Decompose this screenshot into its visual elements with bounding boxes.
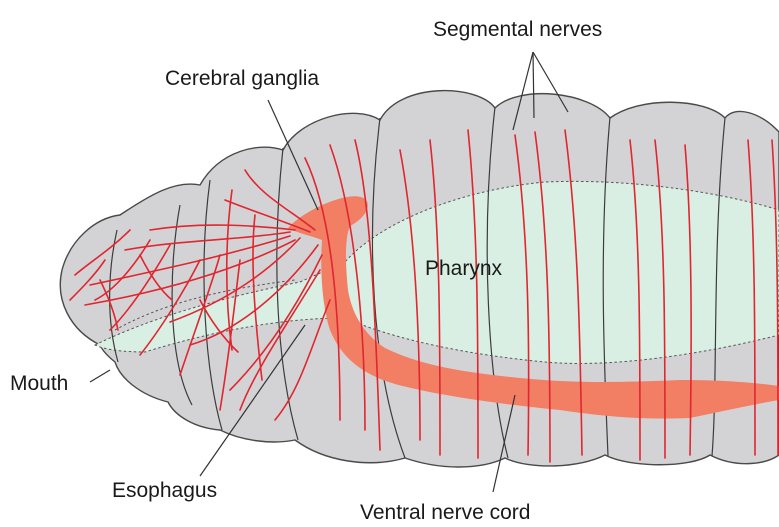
label-pharynx: Pharynx	[425, 257, 503, 280]
label-cerebral-ganglia: Cerebral ganglia	[165, 67, 319, 90]
label-segmental-nerves: Segmental nerves	[433, 18, 602, 41]
label-esophagus: Esophagus	[112, 479, 217, 502]
label-ventral-nerve-cord: Ventral nerve cord	[360, 501, 530, 524]
label-mouth: Mouth	[10, 372, 68, 395]
